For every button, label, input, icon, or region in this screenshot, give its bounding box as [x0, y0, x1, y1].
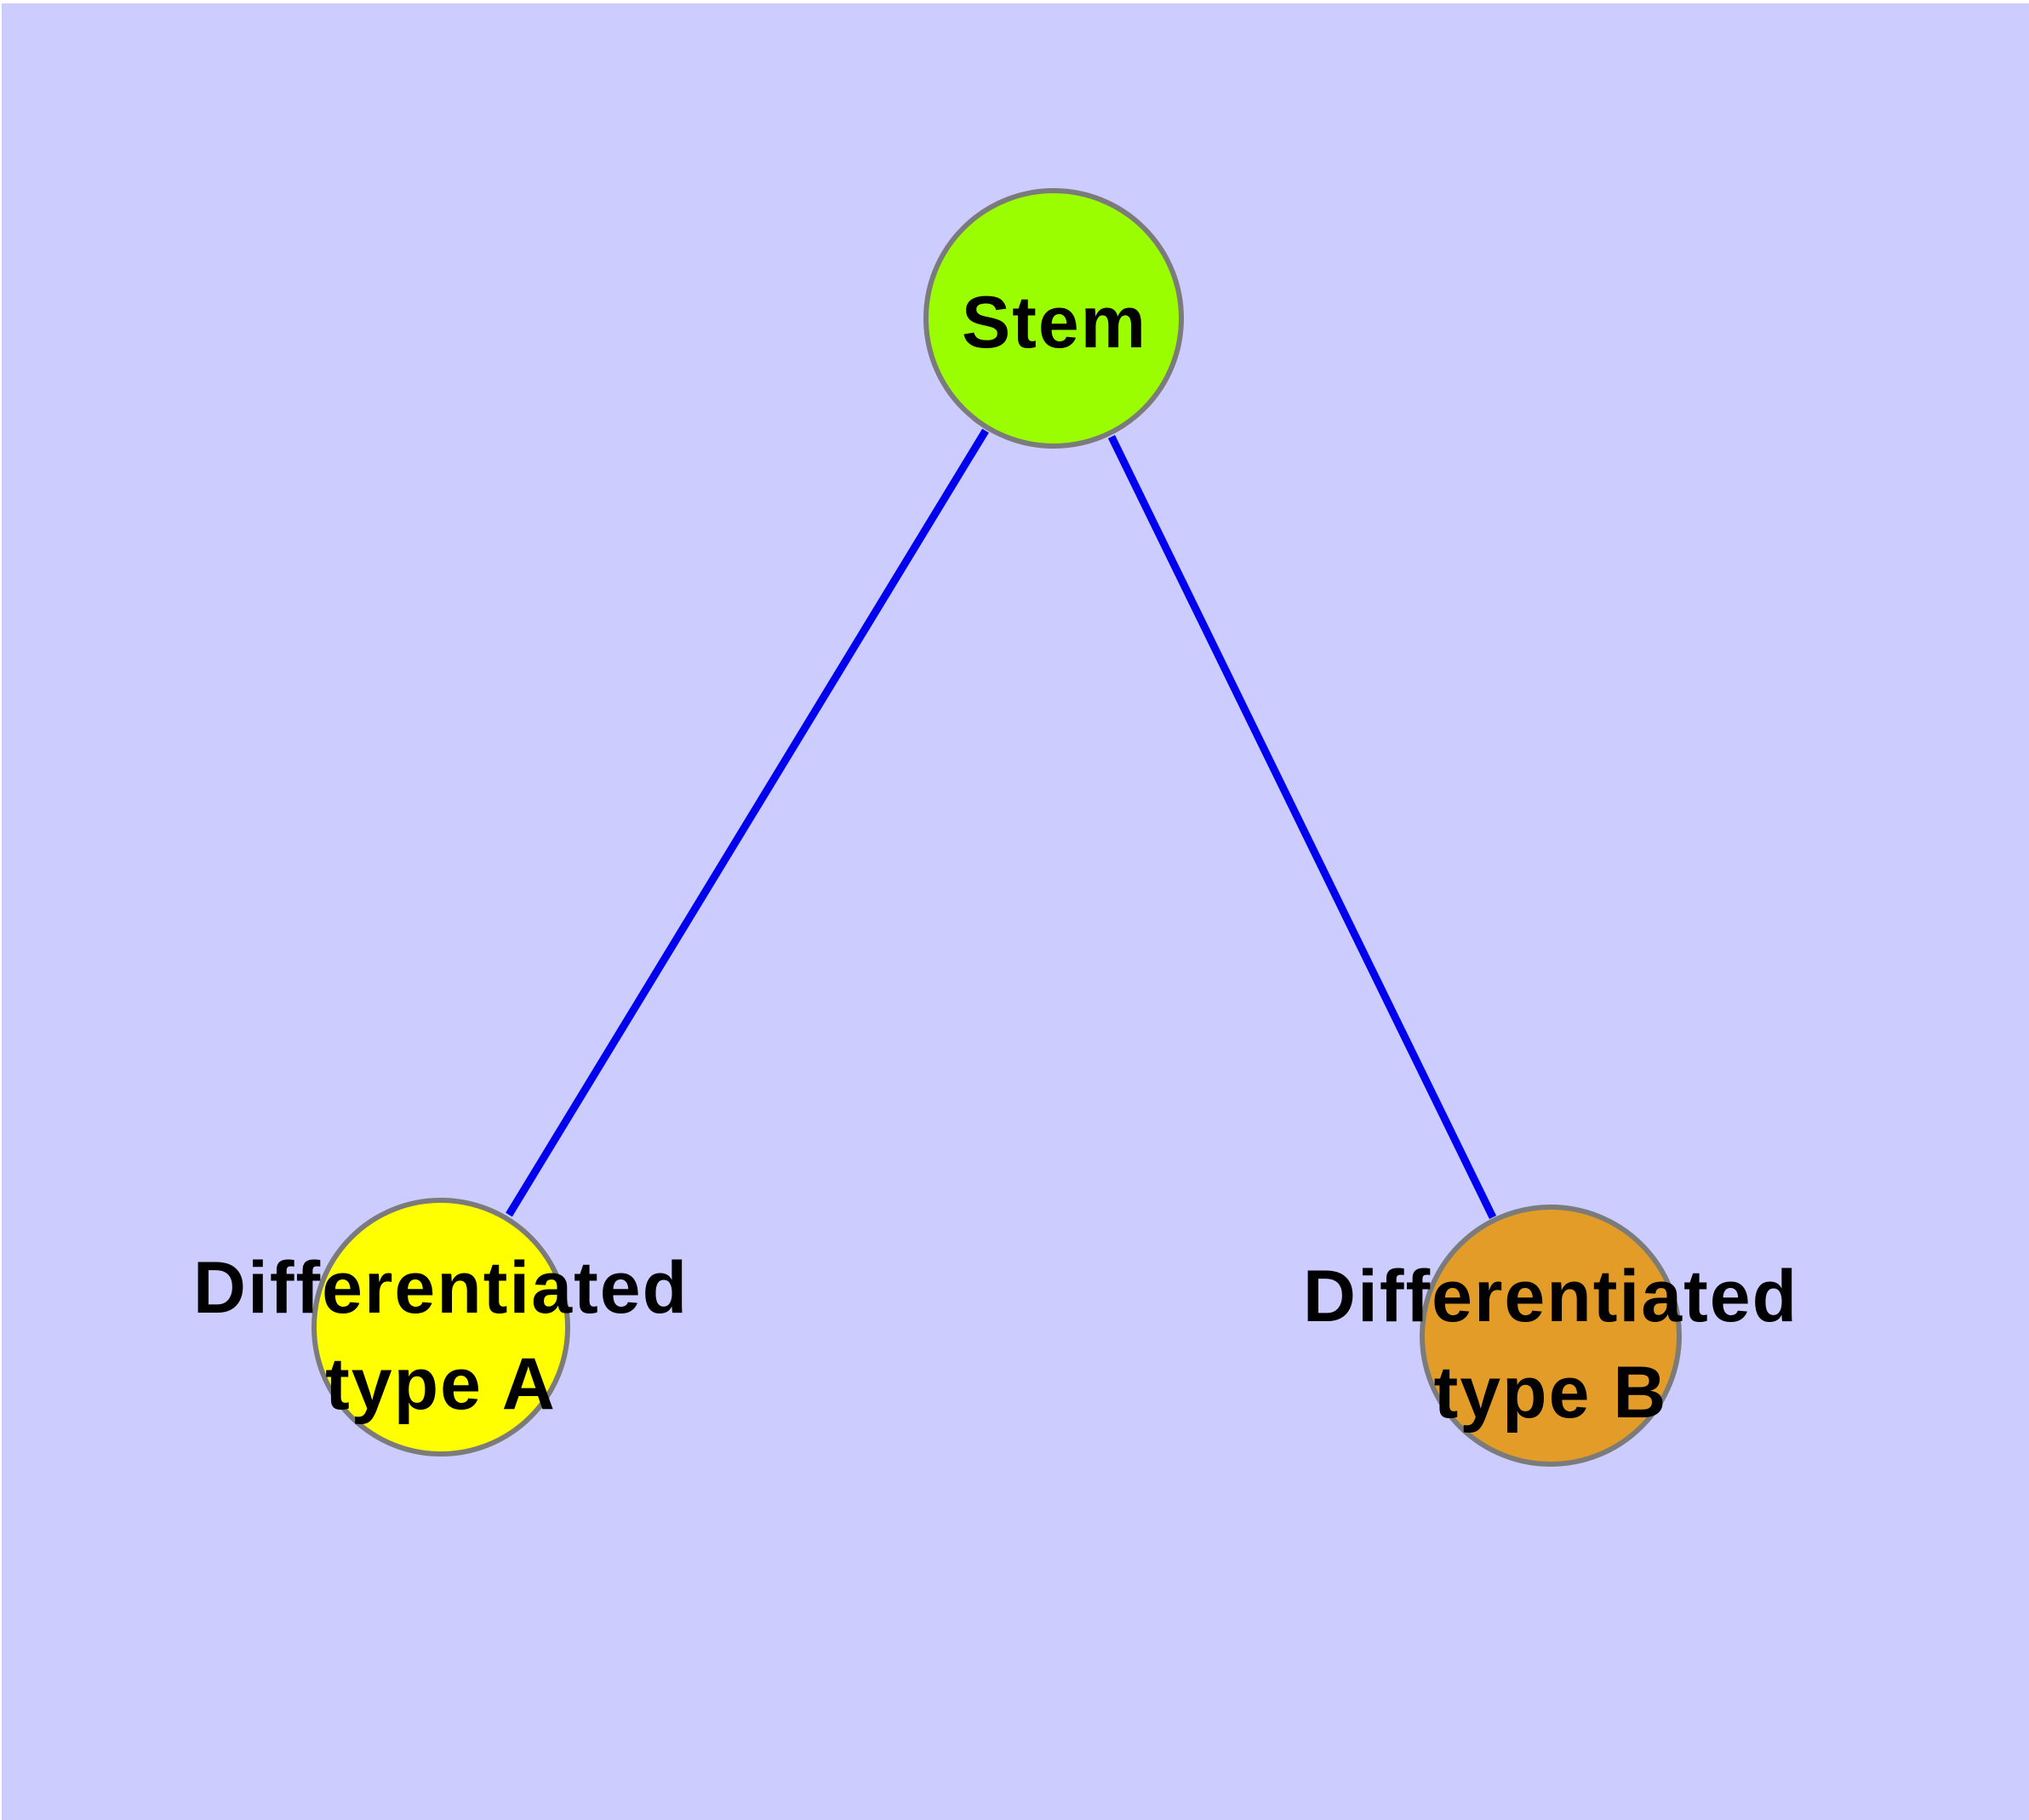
node-stem-border [923, 188, 1184, 449]
node-type-a-border [311, 1198, 570, 1457]
node-type-b-border [1420, 1205, 1682, 1467]
node-type-a-circle [314, 1200, 568, 1454]
node-stem-circle [926, 191, 1181, 446]
node-type-a-label-line2: type A [325, 1343, 557, 1425]
edge-stem-to-type-a [506, 428, 989, 1217]
node-type-b-circle [1422, 1207, 1679, 1464]
node-type-b-label-line1: Differentiated [1303, 1256, 1798, 1337]
node-stem-label: Stem [962, 282, 1147, 363]
node-type-a-label-line1: Differentiated [193, 1247, 689, 1329]
edge-stem-to-type-b [1107, 435, 1497, 1219]
node-type-b-label-line2: type B [1434, 1352, 1668, 1434]
